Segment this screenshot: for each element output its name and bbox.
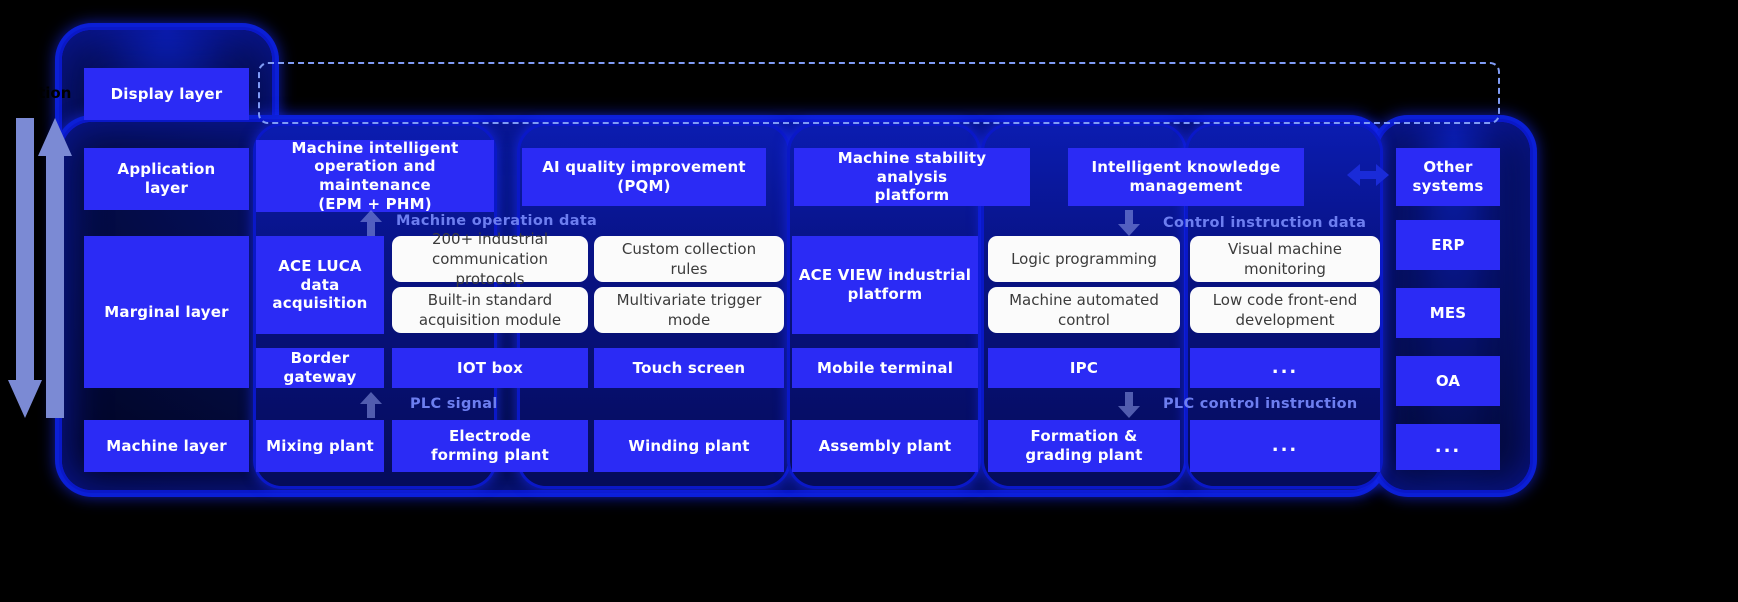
platform-ace-luca[interactable]: ACE LUCA data acquisition — [256, 236, 384, 334]
plant-winding[interactable]: Winding plant — [594, 420, 784, 472]
layer-label-machine: Machine layer — [84, 420, 249, 472]
flow-label-control-instruction-data: Control instruction data — [1163, 215, 1367, 231]
system-erp[interactable]: ERP — [1396, 220, 1500, 270]
flow-arrow-down-plc-control — [1118, 392, 1140, 418]
pill-low-code-development[interactable]: Low code front-end development — [1190, 287, 1380, 333]
app-card-pqm[interactable]: AI quality improvement (PQM) — [522, 148, 766, 206]
pill-multivariate-trigger-mode[interactable]: Multivariate trigger mode — [594, 287, 784, 333]
system-oa[interactable]: OA — [1396, 356, 1500, 406]
pill-industrial-protocols[interactable]: 200+ industrial communication protocols — [392, 230, 588, 288]
pill-logic-programming[interactable]: Logic programming — [988, 236, 1180, 282]
device-more[interactable]: ... — [1190, 348, 1380, 388]
upward-flow-arrow — [38, 118, 72, 418]
device-mobile-terminal[interactable]: Mobile terminal — [792, 348, 978, 388]
layer-label-application: Application layer — [84, 148, 249, 210]
plant-assembly[interactable]: Assembly plant — [792, 420, 978, 472]
app-card-stability[interactable]: Machine stability analysis platform — [794, 148, 1030, 206]
app-card-epm-phm[interactable]: Machine intelligent operation and mainte… — [256, 139, 494, 213]
device-border-gateway[interactable]: Border gateway — [256, 348, 384, 388]
flow-label-machine-operation-data: Machine operation data — [396, 213, 598, 229]
flow-label-plc-control-instruction: PLC control instruction — [1163, 396, 1358, 412]
device-touch-screen[interactable]: Touch screen — [594, 348, 784, 388]
flow-arrow-up-plc-signal — [360, 392, 382, 418]
flow-arrow-up-machine-operation — [360, 210, 382, 236]
pill-custom-collection-rules[interactable]: Custom collection rules — [594, 236, 784, 282]
plant-formation-grading[interactable]: Formation & grading plant — [988, 420, 1180, 472]
device-ipc[interactable]: IPC — [988, 348, 1180, 388]
platform-ace-view[interactable]: ACE VIEW industrial platform — [792, 236, 978, 334]
pill-visual-machine-monitoring[interactable]: Visual machine monitoring — [1190, 236, 1380, 282]
plant-mixing[interactable]: Mixing plant — [256, 420, 384, 472]
flow-label-plc-signal: PLC signal — [410, 396, 498, 412]
display-scope-dashed-box — [258, 62, 1500, 124]
system-other-systems[interactable]: Other systems — [1396, 148, 1500, 206]
pill-machine-automated-control[interactable]: Machine automated control — [988, 287, 1180, 333]
edge-cut-label: ation — [28, 84, 72, 102]
system-more[interactable]: ... — [1396, 424, 1500, 470]
plant-more[interactable]: ... — [1190, 420, 1380, 472]
app-card-knowledge[interactable]: Intelligent knowledge management — [1068, 148, 1304, 206]
downward-flow-arrow — [8, 118, 42, 418]
flow-arrow-down-control-instruction — [1118, 210, 1140, 236]
device-iot-box[interactable]: IOT box — [392, 348, 588, 388]
system-mes[interactable]: MES — [1396, 288, 1500, 338]
layer-label-display: Display layer — [84, 68, 249, 120]
plant-electrode-forming[interactable]: Electrode forming plant — [392, 420, 588, 472]
bidirectional-integration-arrow — [1347, 160, 1389, 190]
layer-label-marginal: Marginal layer — [84, 236, 249, 388]
pill-builtin-acquisition-module[interactable]: Built-in standard acquisition module — [392, 287, 588, 333]
